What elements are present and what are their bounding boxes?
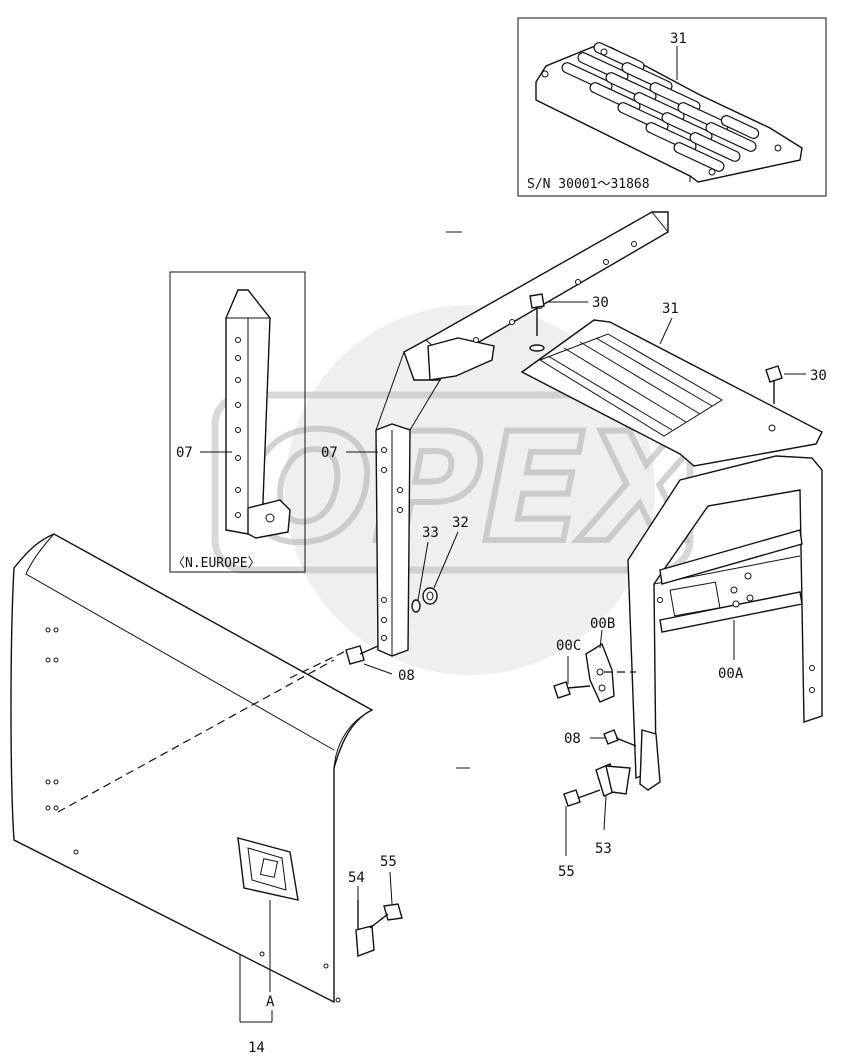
label-08-left: 08 — [398, 668, 415, 684]
inset-rail: 07 〈N.EUROPE〉 — [169, 271, 306, 573]
inset-label-07: 07 — [176, 445, 193, 461]
inset-plate-slots — [561, 42, 760, 172]
label-00B: 00B — [590, 616, 615, 632]
inset-plate-edge — [535, 99, 801, 183]
bolt-55-right — [563, 789, 601, 807]
label-33: 33 — [422, 525, 439, 541]
side-door-panel — [10, 533, 374, 1004]
label-55-right: 55 — [558, 864, 575, 880]
callout-labels: 30 31 30 07 33 32 08 00C 00B 00A 08 55 5… — [248, 295, 827, 1056]
label-00C: 00C — [556, 638, 581, 654]
side-frame-rail-upper — [659, 529, 803, 585]
step-plate-body — [520, 319, 823, 467]
inset-step-plate: 31 S/N 30001～31868 — [517, 17, 827, 197]
bolt-55-bottom — [369, 903, 403, 929]
upper-beam-bracket — [427, 337, 495, 381]
label-30-top: 30 — [592, 295, 609, 311]
door-handle — [237, 837, 299, 901]
inset-region-note: 〈N.EUROPE〉 — [172, 556, 261, 571]
label-31: 31 — [662, 301, 679, 317]
bolt-30-right — [765, 365, 783, 404]
inset-label-31: 31 — [670, 31, 687, 47]
side-frame-rail-lower — [659, 591, 803, 633]
label-14: 14 — [248, 1040, 265, 1056]
inset-serial-note: S/N 30001～31868 — [527, 177, 650, 192]
label-07: 07 — [321, 445, 338, 461]
vertical-rail — [375, 351, 441, 657]
label-54: 54 — [348, 870, 365, 886]
side-frame — [627, 455, 823, 791]
door-hidden-edge — [57, 659, 335, 813]
bolt-30-top — [529, 293, 545, 352]
label-08-right: 08 — [564, 731, 581, 747]
inset-rail-frame — [169, 271, 306, 573]
washer-33 — [411, 599, 421, 613]
rail-body — [375, 423, 411, 657]
label-00A: 00A — [718, 666, 744, 682]
step-plate-grate — [538, 333, 723, 437]
door-body — [10, 533, 374, 1004]
step-plate — [520, 319, 823, 470]
inset-frame — [517, 17, 827, 197]
label-30-right: 30 — [810, 368, 827, 384]
bracket-00B — [585, 642, 636, 703]
side-frame-window — [669, 581, 721, 617]
label-32: 32 — [452, 515, 469, 531]
bolt-08-left — [345, 645, 379, 665]
nut-32 — [422, 587, 438, 605]
bolt-00C — [553, 681, 591, 699]
bracket-53 — [595, 763, 631, 797]
label-A: A — [266, 994, 275, 1010]
bolt-08-right — [603, 729, 637, 747]
bracket-54 — [355, 900, 375, 957]
leader-lines — [239, 301, 806, 1023]
label-55-bottom: 55 — [380, 854, 397, 870]
side-frame-foot — [639, 729, 661, 791]
door-bolt-path — [289, 649, 349, 679]
label-53: 53 — [595, 841, 612, 857]
